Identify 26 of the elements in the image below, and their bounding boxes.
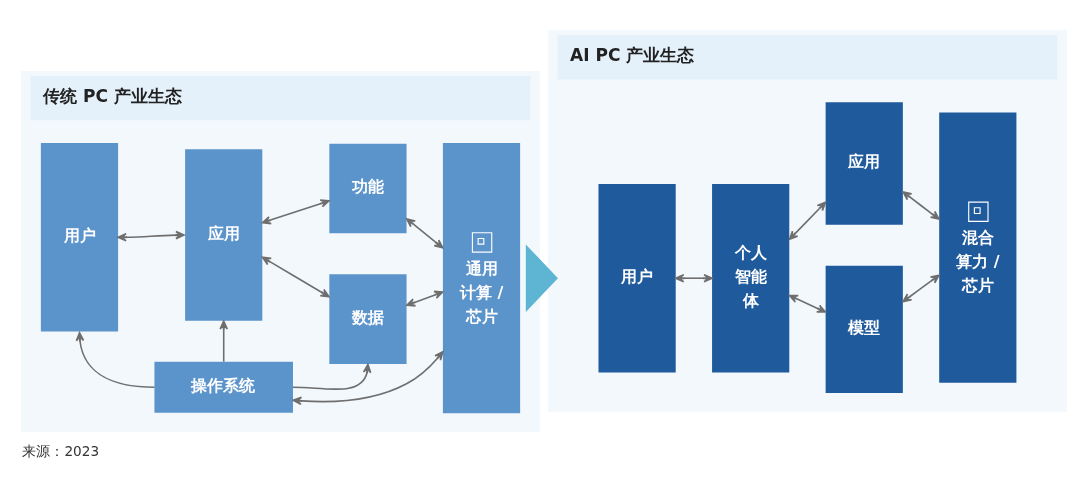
arrow — [292, 363, 372, 390]
node-box: 功能 — [329, 143, 407, 233]
arrow — [261, 198, 330, 224]
arrow — [902, 273, 940, 302]
node-box: 操作系统 — [154, 361, 293, 413]
arrow — [75, 331, 156, 388]
arrow — [219, 319, 229, 362]
node-box: 通用计算 / 芯片 — [442, 142, 521, 413]
node-box: 用户 — [40, 142, 119, 332]
arrow — [788, 201, 827, 240]
node-box: 应用 — [825, 101, 903, 225]
arrow — [261, 256, 330, 297]
arrow — [405, 217, 444, 249]
caption: 来源：2023 — [22, 442, 100, 459]
arrow — [674, 273, 713, 283]
node-box: 个人智能体 — [712, 183, 790, 372]
node-box: 模型 — [825, 265, 903, 393]
arrow — [292, 350, 444, 405]
node-box: 混合算力 / 芯片 — [939, 111, 1017, 383]
arrow — [525, 243, 558, 312]
node-box: 数据 — [329, 273, 407, 364]
node-box: 用户 — [598, 183, 676, 372]
arrow — [788, 294, 827, 313]
arrow — [117, 230, 185, 242]
arrow — [902, 190, 940, 220]
node-box: 应用 — [185, 148, 263, 321]
